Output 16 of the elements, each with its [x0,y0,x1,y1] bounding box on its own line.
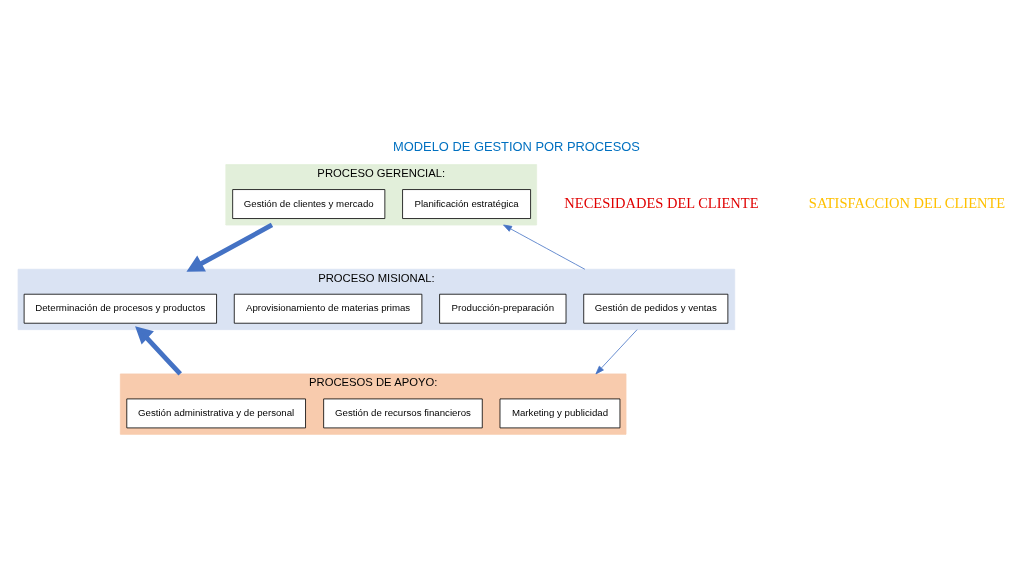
node-box: Gestión de recursos financieros [323,398,483,428]
arrow [595,328,638,374]
node-box: Producción-preparación [439,293,567,324]
diagram-title: MODELO DE GESTION POR PROCESOS [393,138,640,154]
arrow [503,224,586,270]
node-box: Planificación estratégica [402,188,531,219]
node-box: Gestión de pedidos y ventas [583,293,729,324]
node-box: Gestión de clientes y mercado [232,188,386,219]
node-box: Marketing y publicidad [499,398,621,428]
label: NECESIDADES DEL CLIENTE [564,194,759,211]
node-box: Gestión administrativa y de personal [126,398,306,428]
label: SATISFACCION DEL CLIENTE [808,194,1006,211]
node-box: Aprovisionamiento de materias primas [233,293,423,324]
arrow [135,325,182,376]
arrow [186,222,274,272]
node-box: Determinación de procesos y productos [23,293,217,324]
